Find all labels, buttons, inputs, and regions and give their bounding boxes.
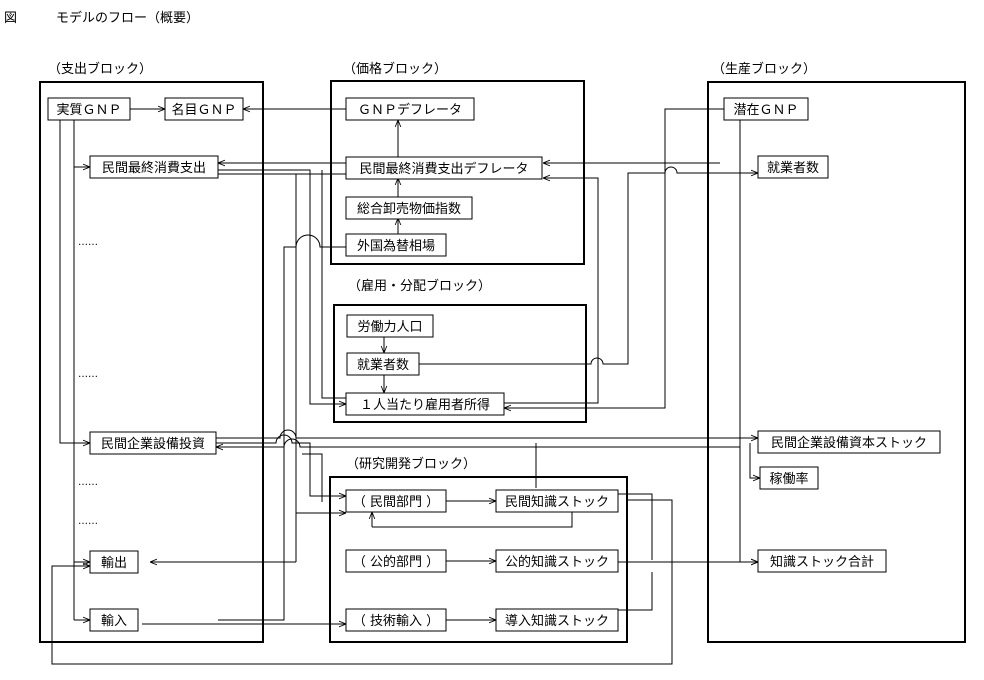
edge-gnp-to-investment xyxy=(59,120,90,443)
node-public-sector: （ 公的部門 ） xyxy=(345,549,447,573)
edge-investment-to-capital xyxy=(216,429,758,438)
svg-text:輸出: 輸出 xyxy=(101,556,127,571)
node-potential-gnp: 潜在ＧＮＰ xyxy=(723,97,809,121)
edge-income-return xyxy=(321,170,346,399)
production-block-frame xyxy=(707,81,966,643)
edge-fx-to-imports xyxy=(218,234,346,621)
figure-title: モデルのフロー（概要） xyxy=(56,10,199,26)
node-consumption-deflator: 民間最終消費支出デフレータ xyxy=(345,156,543,180)
figure-label: 図 xyxy=(4,11,17,26)
svg-text:民間企業設備資本ストック: 民間企業設備資本ストック xyxy=(771,435,927,451)
svg-text:実質ＧＮＰ: 実質ＧＮＰ xyxy=(56,102,121,118)
node-real-gnp: 実質ＧＮＰ xyxy=(47,97,131,121)
svg-text:１人当たり雇用者所得: １人当たり雇用者所得 xyxy=(360,397,490,413)
ellipsis-3: …… xyxy=(78,477,98,488)
price-block-frame xyxy=(330,80,585,265)
svg-text:総合卸売物価指数: 総合卸売物価指数 xyxy=(357,201,461,217)
node-income-per-employee: １人当たり雇用者所得 xyxy=(345,392,505,416)
svg-text:（ 技術輸入 ）: （ 技術輸入 ） xyxy=(353,614,439,629)
edge-knowledge-to-exports xyxy=(51,499,673,665)
node-nominal-gnp: 名目ＧＮＰ xyxy=(164,97,244,121)
node-private-investment: 民間企業設備投資 xyxy=(89,431,217,455)
edge-imported-knowledge-out xyxy=(618,572,653,611)
edge-knowledge-feedback xyxy=(372,512,573,528)
node-private-knowledge: 民間知識ストック xyxy=(495,489,619,513)
edge-cdefl-to-private-sector xyxy=(295,173,346,513)
svg-text:外国為替相場: 外国為替相場 xyxy=(357,238,435,254)
svg-text:就業者数: 就業者数 xyxy=(357,357,409,373)
spending-block-frame xyxy=(39,81,264,643)
production-block-label: （生産ブロック） xyxy=(712,61,816,77)
node-wholesale-price: 総合卸売物価指数 xyxy=(345,196,473,220)
svg-text:労働力人口: 労働力人口 xyxy=(357,320,422,335)
node-gnp-deflator: ＧＮＰデフレータ xyxy=(345,97,475,121)
node-employed-prod: 就業者数 xyxy=(757,155,829,179)
edge-gnp-to-consumption xyxy=(73,120,90,167)
svg-text:名目ＧＮＰ: 名目ＧＮＰ xyxy=(171,102,236,118)
svg-text:民間最終消費支出デフレータ: 民間最終消費支出デフレータ xyxy=(359,161,528,177)
edge-capital-to-utilization xyxy=(749,443,760,478)
svg-text:ＧＮＰデフレータ: ＧＮＰデフレータ xyxy=(358,102,462,118)
node-public-knowledge: 公的知識ストック xyxy=(495,549,619,573)
node-tech-import: （ 技術輸入 ） xyxy=(345,608,447,632)
edge-employed-to-production xyxy=(419,166,758,365)
node-imported-knowledge: 導入知識ストック xyxy=(495,608,619,632)
svg-text:公的知識ストック: 公的知識ストック xyxy=(505,554,609,570)
edge-income-to-cdefl xyxy=(504,178,599,404)
svg-text:民間最終消費支出: 民間最終消費支出 xyxy=(102,160,206,176)
price-block-label: （価格ブロック） xyxy=(343,61,447,77)
node-capital-stock: 民間企業設備資本ストック xyxy=(757,430,941,454)
edge-private-knowledge-out xyxy=(618,493,653,560)
ellipsis-1: …… xyxy=(78,237,98,248)
svg-text:（ 民間部門 ）: （ 民間部門 ） xyxy=(353,495,439,510)
ellipsis-4: …… xyxy=(78,516,98,527)
node-utilization: 稼働率 xyxy=(759,466,819,490)
svg-text:就業者数: 就業者数 xyxy=(767,160,819,176)
node-private-sector: （ 民間部門 ） xyxy=(345,489,447,513)
node-imports: 輸入 xyxy=(89,608,139,632)
svg-text:導入知識ストック: 導入知識ストック xyxy=(505,613,609,629)
rnd-block-frame xyxy=(329,476,628,643)
node-employed-emp: 就業者数 xyxy=(346,352,420,376)
node-labor-force: 労働力人口 xyxy=(346,314,434,338)
svg-text:輸入: 輸入 xyxy=(101,614,127,629)
svg-text:（ 公的部門 ）: （ 公的部門 ） xyxy=(353,554,439,570)
edge-capital-to-investment xyxy=(216,438,740,447)
edge-investment-to-private-sector xyxy=(216,434,346,496)
svg-text:潜在ＧＮＰ: 潜在ＧＮＰ xyxy=(733,103,798,118)
ellipsis-2: …… xyxy=(78,369,98,380)
svg-text:民間企業設備投資: 民間企業設備投資 xyxy=(101,436,205,452)
svg-text:知識ストック合計: 知識ストック合計 xyxy=(770,554,874,570)
edge-potential-to-income xyxy=(504,108,724,408)
node-exchange-rate: 外国為替相場 xyxy=(345,233,447,257)
svg-text:民間知識ストック: 民間知識ストック xyxy=(505,494,609,510)
rnd-block-label: （研究開発ブロック） xyxy=(346,456,476,472)
employment-block-label: （雇用・分配ブロック） xyxy=(348,278,491,294)
node-exports: 輸出 xyxy=(89,550,139,574)
node-knowledge-total: 知識ストック合計 xyxy=(757,549,887,573)
svg-text:稼働率: 稼働率 xyxy=(769,471,808,487)
edge-side-link xyxy=(302,453,323,502)
edge-consumption-to-income xyxy=(218,169,346,404)
spending-block-label: （支出ブロック） xyxy=(48,61,152,77)
node-private-consumption: 民間最終消費支出 xyxy=(89,155,219,179)
